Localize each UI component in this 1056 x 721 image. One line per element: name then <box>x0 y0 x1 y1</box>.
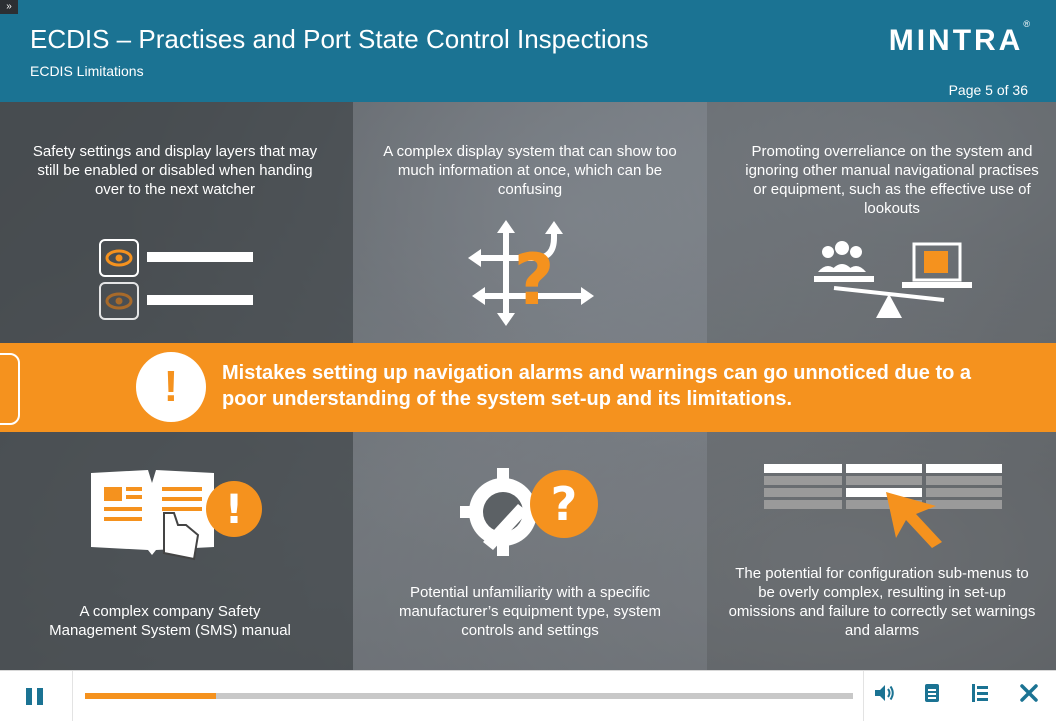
people-laptop-scale-icon <box>814 241 972 318</box>
transcript-button[interactable] <box>919 683 945 709</box>
question-glyph: ? <box>551 477 578 531</box>
close-icon <box>1020 684 1038 702</box>
alert-icon: ! <box>136 352 206 422</box>
control-divider <box>72 671 73 721</box>
progress-fill <box>85 693 216 699</box>
transcript-icon <box>925 684 939 702</box>
confusing-arrows-question-icon: ? <box>468 220 594 326</box>
player-controls <box>0 670 1056 721</box>
control-divider <box>863 671 864 721</box>
logo-registered-mark: ® <box>1023 19 1030 29</box>
sidebar-toggle-button[interactable]: » <box>0 0 18 14</box>
slide-stage: Safety settings and display layers that … <box>0 102 1056 670</box>
limitation-sms-manual-text: A complex company Safety Management Syst… <box>49 603 291 639</box>
close-button[interactable] <box>1016 683 1042 709</box>
pause-button[interactable] <box>26 688 46 705</box>
key-message-banner: ! Mistakes setting up navigation alarms … <box>0 343 1056 432</box>
menu-button[interactable] <box>967 683 993 709</box>
menu-grid-cursor-icon <box>764 464 1002 548</box>
volume-button[interactable] <box>871 683 897 709</box>
limitation-safety-settings-text: Safety settings and display layers that … <box>32 143 318 198</box>
progress-bar[interactable] <box>85 693 853 699</box>
menu-list-icon <box>972 684 988 702</box>
alert-glyph: ! <box>225 487 243 533</box>
gear-wrench-question-icon: ? <box>460 468 598 556</box>
limitation-unfamiliarity-text: Potential unfamiliarity with a specific … <box>398 584 662 639</box>
pause-icon-bar-left <box>26 688 32 705</box>
volume-icon <box>875 685 894 701</box>
section-title: ECDIS Limitations <box>30 63 144 79</box>
course-header: » ECDIS – Practises and Port State Contr… <box>0 0 1056 102</box>
course-title: ECDIS – Practises and Port State Control… <box>30 24 649 54</box>
key-message-text: Mistakes setting up navigation alarms an… <box>222 362 972 410</box>
limitation-config-submenus-text: The potential for configuration sub-menu… <box>728 565 1036 639</box>
limitation-overreliance-text: Promoting overreliance on the system and… <box>745 143 1039 217</box>
manual-book-hand-alert-icon: ! <box>91 470 262 561</box>
pause-icon-bar-right <box>37 688 43 705</box>
logo-text: MINTRA <box>888 24 1024 57</box>
question-glyph: ? <box>514 239 555 321</box>
mintra-logo: MINTRA® <box>888 19 1030 58</box>
limitation-complex-display-text: A complex display system that can show t… <box>383 143 677 198</box>
page-indicator: Page 5 of 36 <box>948 82 1028 98</box>
eye-layers-icon <box>99 239 253 320</box>
banner-side-tab[interactable] <box>0 353 20 425</box>
